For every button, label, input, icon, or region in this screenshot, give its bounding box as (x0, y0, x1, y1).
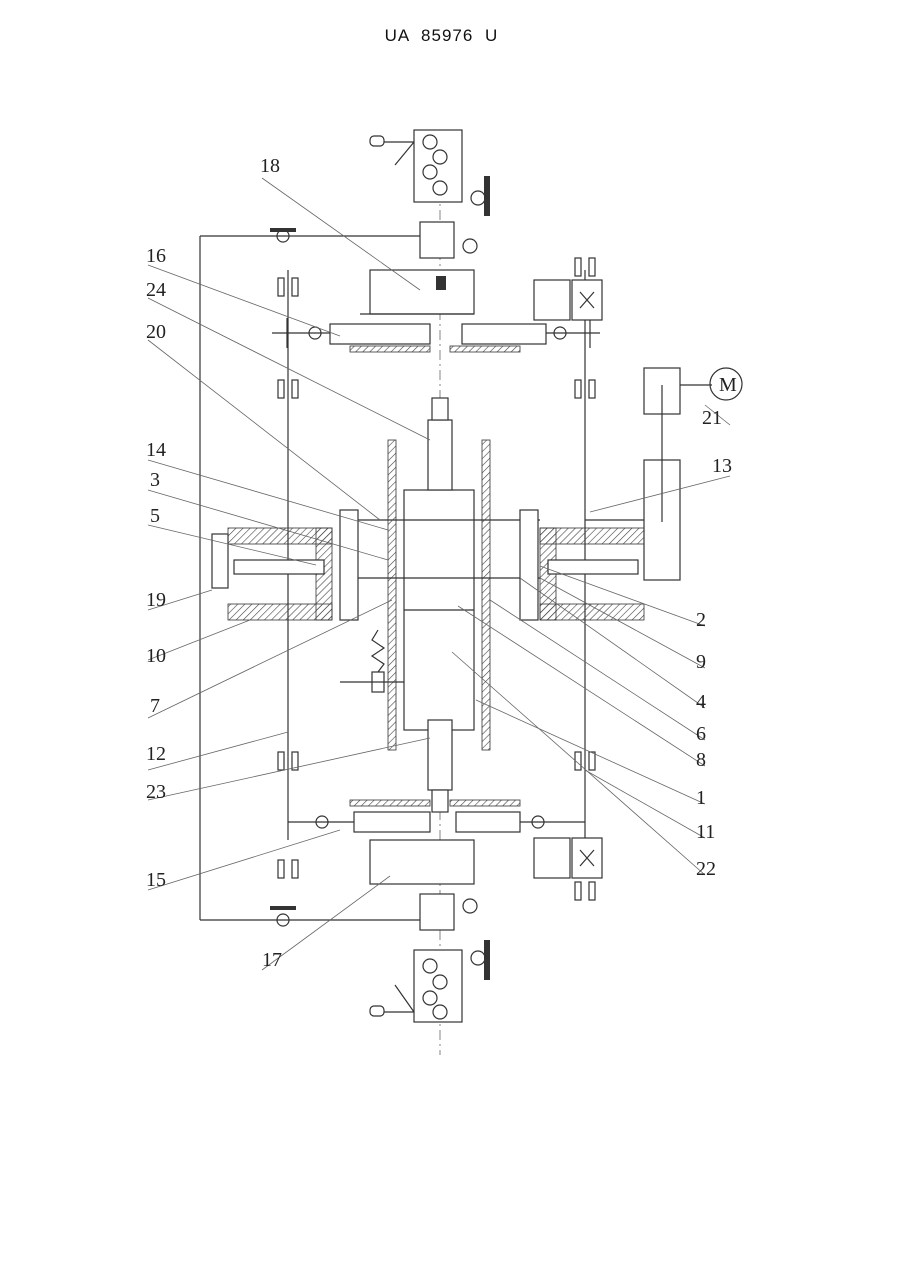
callout-1: 1 (696, 787, 706, 809)
callout-5: 5 (150, 505, 160, 527)
callout-9: 9 (696, 651, 706, 673)
callout-21: 21 (702, 407, 722, 429)
callout-15: 15 (146, 869, 166, 891)
callout-19: 19 (146, 589, 166, 611)
callout-6: 6 (696, 723, 706, 745)
callout-13: 13 (712, 455, 732, 477)
callout-14: 14 (146, 439, 166, 461)
central-cylinder (340, 398, 540, 812)
callout-16: 16 (146, 245, 166, 267)
bottom-feed-mechanism (370, 840, 490, 1022)
callout-23: 23 (146, 781, 166, 803)
right-bevel-housing (520, 510, 644, 620)
callout-18: 18 (260, 155, 280, 177)
callout-7: 7 (150, 695, 160, 717)
callout-11: 11 (696, 821, 715, 843)
callout-10: 10 (146, 645, 166, 667)
left-bevel-housing (212, 510, 358, 620)
callout-24: 24 (146, 279, 166, 301)
top-feed-mechanism (360, 130, 490, 314)
motor-symbol: M (719, 374, 737, 396)
callout-3: 3 (150, 469, 160, 491)
top-plate (272, 318, 600, 352)
callout-2: 2 (696, 609, 706, 631)
callout-17: 17 (262, 949, 282, 971)
callout-22: 22 (696, 858, 716, 880)
callout-20: 20 (146, 321, 166, 343)
callout-4: 4 (696, 691, 706, 713)
callout-8: 8 (696, 749, 706, 771)
callout-12: 12 (146, 743, 166, 765)
